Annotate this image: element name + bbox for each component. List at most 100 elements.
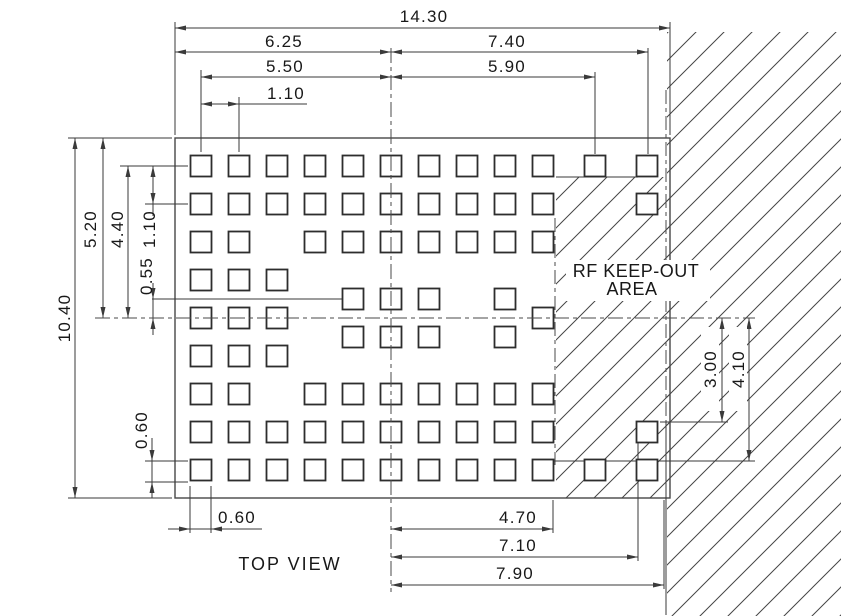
pad bbox=[531, 458, 555, 482]
dim-label: 6.25 bbox=[265, 32, 303, 51]
dimension-label-group: 7.90 bbox=[496, 564, 534, 583]
dimension-arrowhead bbox=[179, 526, 190, 532]
pad bbox=[189, 230, 213, 254]
pad bbox=[303, 458, 327, 482]
dimension-arrowhead bbox=[584, 74, 595, 80]
pad bbox=[341, 458, 365, 482]
dimension-4.70 bbox=[391, 526, 553, 532]
note-keepout_line2: AREA bbox=[606, 279, 657, 299]
dimension-arrowhead bbox=[100, 138, 106, 149]
dimension-label-group: 5.90 bbox=[488, 57, 526, 76]
pad bbox=[303, 382, 327, 406]
pad bbox=[583, 154, 607, 178]
pad bbox=[227, 192, 251, 216]
note-text: AREA bbox=[606, 279, 657, 299]
pad bbox=[189, 420, 213, 444]
dimension-label-group: 6.25 bbox=[265, 32, 303, 51]
dimension-5.90 bbox=[391, 74, 595, 80]
dimension-arrowhead bbox=[125, 307, 131, 318]
dimension-arrowhead bbox=[719, 411, 725, 422]
dimension-arrowhead bbox=[175, 25, 186, 31]
pad bbox=[635, 458, 659, 482]
note-top_view: TOP VIEW bbox=[238, 554, 341, 574]
dim-label: 1.10 bbox=[140, 210, 159, 248]
pad bbox=[493, 230, 517, 254]
pad bbox=[417, 382, 441, 406]
dimension-label-group: 7.10 bbox=[499, 536, 536, 555]
pad bbox=[227, 420, 251, 444]
pad bbox=[455, 154, 479, 178]
dimension-arrowhead bbox=[150, 166, 156, 177]
pad bbox=[227, 382, 251, 406]
dimension-arrowhead bbox=[746, 318, 752, 329]
pad bbox=[189, 458, 213, 482]
dimension-arrowhead bbox=[150, 193, 156, 204]
dimension-0.60 bbox=[168, 526, 262, 532]
pad bbox=[583, 458, 607, 482]
dimension-0.55 bbox=[150, 283, 156, 335]
pad bbox=[227, 268, 251, 292]
pad bbox=[417, 192, 441, 216]
dim-label: 10.40 bbox=[55, 294, 74, 343]
dimension-3.00 bbox=[719, 318, 725, 422]
dim-label: 5.50 bbox=[266, 57, 304, 76]
dimension-arrowhead bbox=[659, 25, 670, 31]
dimension-5.20 bbox=[100, 138, 106, 318]
label-backdrop bbox=[729, 327, 747, 411]
pad bbox=[635, 192, 659, 216]
dim-label: 4.10 bbox=[729, 350, 748, 388]
dimension-4.10 bbox=[746, 318, 752, 461]
dim-label: 7.90 bbox=[496, 564, 534, 583]
dimension-label-group: 0.60 bbox=[132, 411, 151, 449]
pad bbox=[265, 154, 289, 178]
dim-label: 5.90 bbox=[488, 57, 526, 76]
pad bbox=[265, 192, 289, 216]
dim-label: 3.00 bbox=[701, 350, 720, 388]
dimension-arrowhead bbox=[391, 554, 402, 560]
dim-label: 7.40 bbox=[488, 32, 526, 51]
dimension-label-group: 5.20 bbox=[81, 210, 100, 248]
pad bbox=[455, 230, 479, 254]
pad bbox=[455, 458, 479, 482]
dimension-label-group: 5.50 bbox=[266, 57, 304, 76]
pad bbox=[455, 192, 479, 216]
dimension-arrowhead bbox=[542, 526, 553, 532]
dimension-arrowhead bbox=[380, 74, 391, 80]
dim-label: 0.55 bbox=[137, 257, 156, 295]
pad bbox=[265, 420, 289, 444]
pad bbox=[227, 344, 251, 368]
pad bbox=[189, 154, 213, 178]
dimension-label-group: 10.40 bbox=[55, 294, 74, 343]
note-text: TOP VIEW bbox=[238, 554, 341, 574]
pad bbox=[303, 192, 327, 216]
dimension-arrowhead bbox=[149, 482, 155, 493]
pad bbox=[531, 420, 555, 444]
dimension-arrowhead bbox=[72, 487, 78, 498]
dimension-arrowhead bbox=[149, 450, 155, 461]
dimension-arrowhead bbox=[201, 101, 212, 107]
dimension-label-group: 0.55 bbox=[137, 257, 156, 295]
dimension-arrowhead bbox=[100, 307, 106, 318]
outer-ground-hatch bbox=[667, 32, 841, 616]
pad bbox=[417, 458, 441, 482]
dimension-arrowhead bbox=[746, 450, 752, 461]
dimension-arrowhead bbox=[653, 582, 664, 588]
pad bbox=[531, 192, 555, 216]
pad bbox=[341, 382, 365, 406]
pad bbox=[265, 268, 289, 292]
pad bbox=[189, 344, 213, 368]
pad bbox=[189, 268, 213, 292]
pad bbox=[227, 230, 251, 254]
dimension-7.90 bbox=[391, 582, 664, 588]
pad bbox=[265, 458, 289, 482]
dimension-arrowhead bbox=[150, 318, 156, 329]
dimension-14.30 bbox=[175, 25, 670, 31]
label-backdrop bbox=[701, 327, 719, 411]
note-keepout_line1: RF KEEP-OUT bbox=[566, 260, 710, 301]
note-text: RF KEEP-OUT bbox=[573, 261, 700, 281]
dimension-1.10 bbox=[150, 166, 156, 216]
dimension-label-group: 14.30 bbox=[400, 7, 447, 26]
pad bbox=[341, 287, 365, 311]
